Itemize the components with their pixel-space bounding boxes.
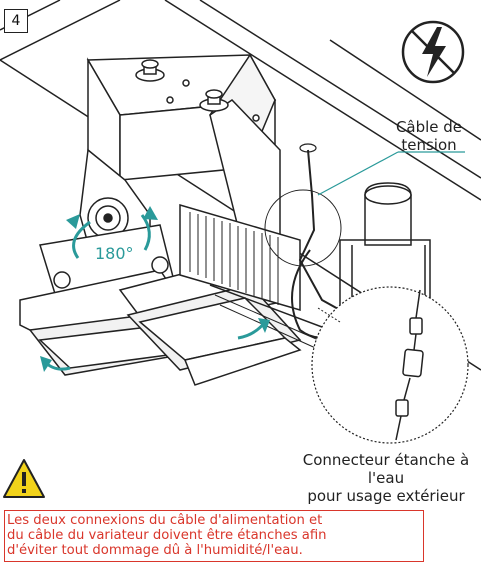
step-number-badge: 4 xyxy=(4,9,28,33)
cable-zoom-circle xyxy=(264,189,342,267)
rotate-arrow-heads xyxy=(40,206,270,372)
connector-detail xyxy=(311,286,469,444)
cable-leader-diagonal xyxy=(317,151,399,196)
connector-label: Connecteur étanche à l'eau pour usage ex… xyxy=(296,451,476,505)
connector-label-line1: Connecteur étanche à l'eau xyxy=(302,451,470,487)
cable-label-line1: Câble de xyxy=(395,118,463,136)
bolt xyxy=(135,59,229,112)
rotation-angle-label: 180° xyxy=(95,244,134,263)
heat-sink xyxy=(179,204,331,351)
warning-line2: du câble du variateur doivent être étanc… xyxy=(7,528,327,543)
warning-triangle-icon xyxy=(3,459,45,498)
warning-line3: d'éviter tout dommage dû à l'humidité/l'… xyxy=(7,543,303,558)
cable-label-line2: tension xyxy=(401,136,457,154)
warning-box xyxy=(4,510,424,562)
connector-label-line2: pour usage extérieur xyxy=(307,487,465,505)
cable-label: Câble de tension xyxy=(384,118,474,154)
mounting-bracket xyxy=(86,53,281,252)
no-electricity-icon xyxy=(401,20,465,84)
warning-line1: Les deux connexions du câble d'alimentat… xyxy=(7,513,323,528)
warning-text: Les deux connexions du câble d'alimentat… xyxy=(7,513,427,558)
